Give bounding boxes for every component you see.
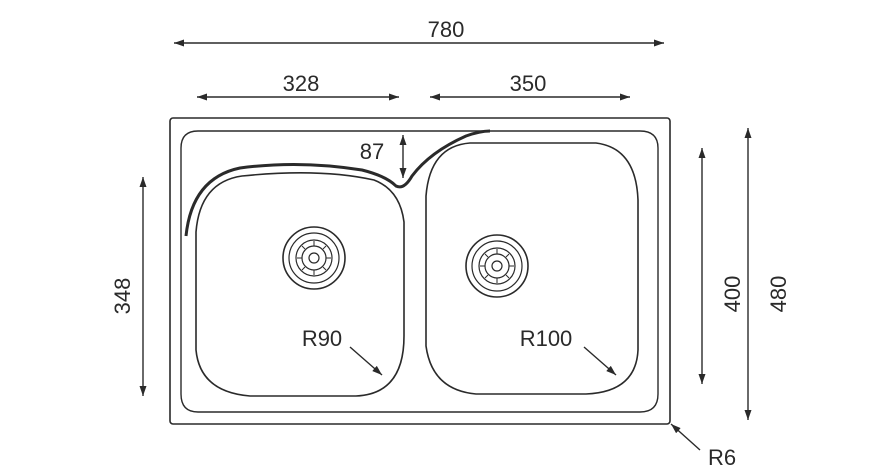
left-bowl-outline	[195, 172, 405, 397]
outer-rim	[169, 117, 671, 425]
divider-depth-label: 87	[360, 139, 384, 164]
outer-corner-radius-leader	[670, 423, 701, 451]
right-bowl-outline	[425, 142, 639, 395]
left-bowl-width-label: 328	[283, 71, 320, 96]
inner-deck-outline	[180, 130, 659, 413]
overall-height-label: 480	[766, 276, 791, 313]
outer-corner-radius-label: R6	[708, 445, 736, 470]
right-drain	[465, 234, 529, 298]
overflow-groove	[184, 129, 491, 237]
right-bowl-height-label: 400	[720, 276, 745, 313]
left-bowl-radius-leader	[349, 346, 383, 376]
right-bowl-width-label: 350	[510, 71, 547, 96]
right-bowl-radius-leader	[583, 346, 617, 376]
left-bowl-radius-label: R90	[302, 326, 342, 351]
right-bowl-radius-label: R100	[520, 326, 573, 351]
left-bowl-height-label: 348	[110, 278, 135, 315]
overall-width-label: 780	[428, 17, 465, 42]
left-drain	[282, 226, 346, 290]
